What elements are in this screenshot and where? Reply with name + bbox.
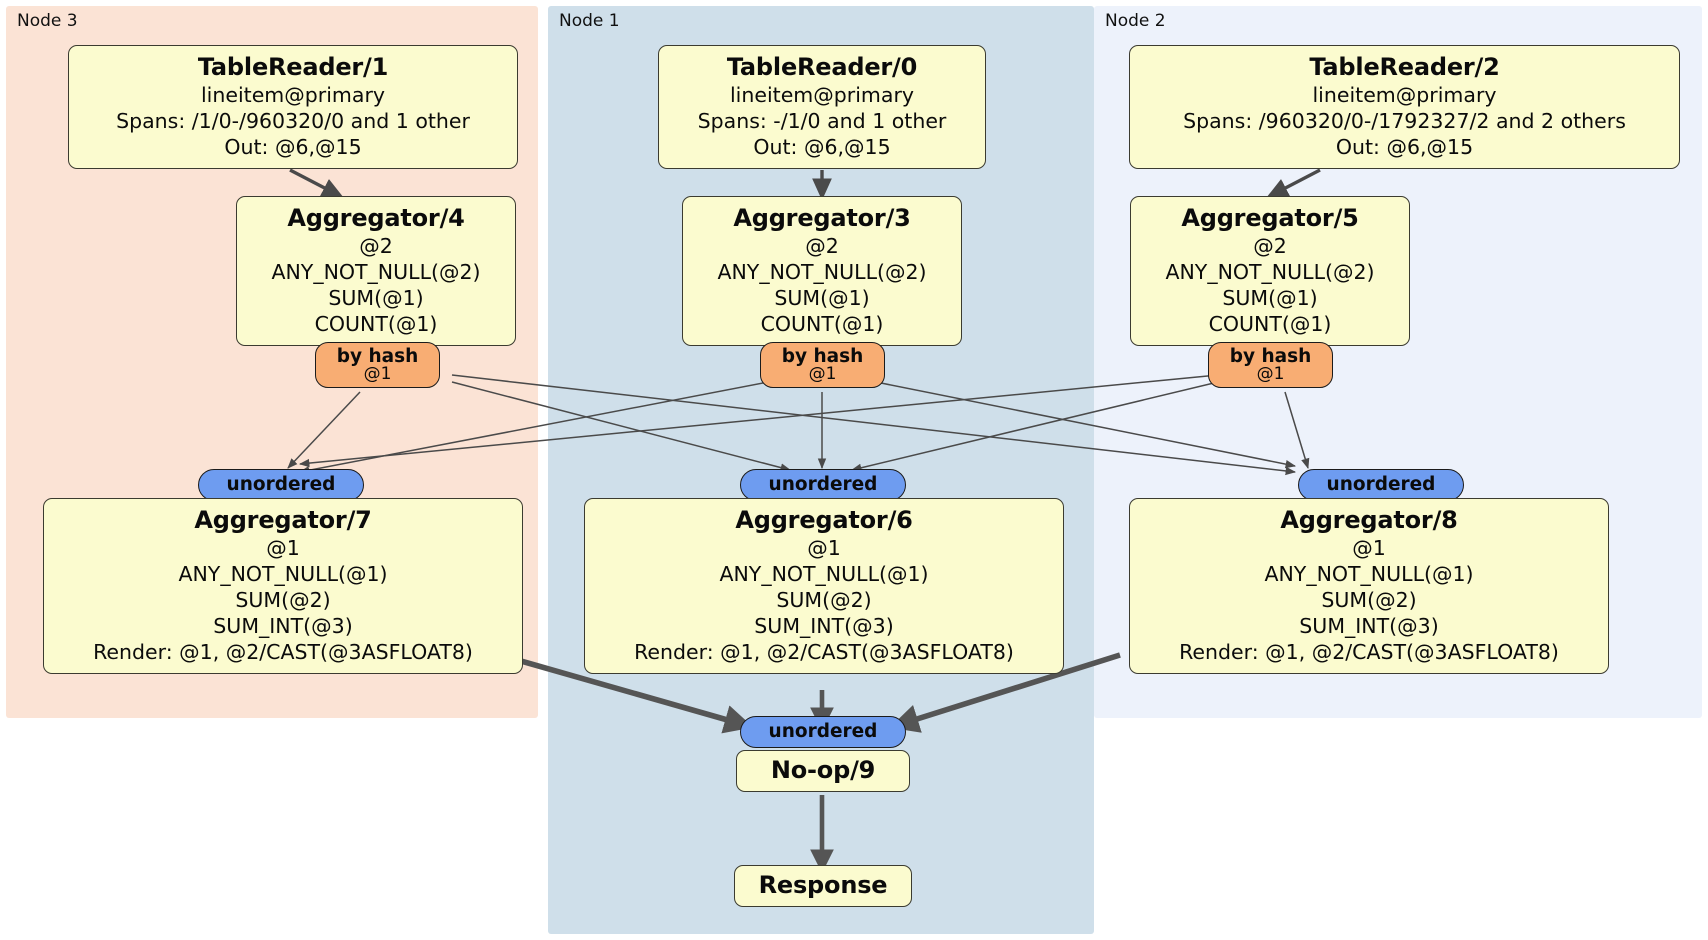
processor-group-cols: @2 bbox=[359, 234, 393, 259]
processor-title: Response bbox=[758, 871, 888, 899]
processor-group-cols: @1 bbox=[807, 536, 841, 561]
unordered-synchronizer-node3[interactable]: unordered bbox=[198, 469, 364, 502]
processor-agg-2: SUM_INT(@3) bbox=[754, 614, 894, 639]
processor-group-cols: @1 bbox=[1352, 536, 1386, 561]
hash-router-node3[interactable]: by hash @1 bbox=[315, 342, 440, 388]
hash-router-node2[interactable]: by hash @1 bbox=[1208, 342, 1333, 388]
processor-group-cols: @1 bbox=[266, 536, 300, 561]
processor-agg-1: SUM(@2) bbox=[776, 588, 872, 613]
processor-agg-2: SUM_INT(@3) bbox=[1299, 614, 1439, 639]
unordered-synchronizer-node2[interactable]: unordered bbox=[1298, 469, 1464, 502]
processor-spans: Spans: /1/0-/960320/0 and 1 other bbox=[116, 109, 470, 134]
synchronizer-label: unordered bbox=[226, 474, 336, 495]
processor-spans: Spans: -/1/0 and 1 other bbox=[697, 109, 947, 134]
synchronizer-label: unordered bbox=[768, 721, 878, 742]
processor-aggregator-7[interactable]: Aggregator/7 @1 ANY_NOT_NULL(@1) SUM(@2)… bbox=[43, 498, 523, 675]
processor-index: lineitem@primary bbox=[729, 83, 915, 108]
processor-agg-0: ANY_NOT_NULL(@1) bbox=[1264, 562, 1474, 587]
unordered-synchronizer-node1[interactable]: unordered bbox=[740, 469, 906, 502]
processor-aggregator-8[interactable]: Aggregator/8 @1 ANY_NOT_NULL(@1) SUM(@2)… bbox=[1129, 498, 1609, 675]
processor-agg-1: SUM(@2) bbox=[235, 588, 331, 613]
processor-out: Out: @6,@15 bbox=[1335, 135, 1474, 160]
processor-agg-2: SUM_INT(@3) bbox=[213, 614, 353, 639]
processor-title: Aggregator/7 bbox=[194, 506, 372, 534]
processor-aggregator-4[interactable]: Aggregator/4 @2 ANY_NOT_NULL(@2) SUM(@1)… bbox=[236, 196, 516, 347]
processor-agg-2: COUNT(@1) bbox=[314, 312, 438, 337]
processor-agg-0: ANY_NOT_NULL(@2) bbox=[271, 260, 481, 285]
unordered-synchronizer-final[interactable]: unordered bbox=[740, 716, 906, 749]
node-panel-label-node1: Node 1 bbox=[559, 11, 620, 31]
processor-title: TableReader/0 bbox=[726, 53, 918, 81]
hash-router-label: by hash bbox=[1229, 346, 1312, 367]
processor-agg-0: ANY_NOT_NULL(@1) bbox=[178, 562, 388, 587]
processor-index: lineitem@primary bbox=[1312, 83, 1497, 108]
processor-agg-2: COUNT(@1) bbox=[1208, 312, 1332, 337]
hash-router-column: @1 bbox=[808, 364, 837, 385]
processor-agg-0: ANY_NOT_NULL(@2) bbox=[717, 260, 927, 285]
processor-index: lineitem@primary bbox=[200, 83, 386, 108]
processor-noop-9[interactable]: No-op/9 bbox=[736, 750, 910, 793]
processor-aggregator-5[interactable]: Aggregator/5 @2 ANY_NOT_NULL(@2) SUM(@1)… bbox=[1130, 196, 1410, 347]
processor-spans: Spans: /960320/0-/1792327/2 and 2 others bbox=[1183, 109, 1626, 134]
synchronizer-label: unordered bbox=[1326, 474, 1436, 495]
processor-render: Render: @1, @2/CAST(@3ASFLOAT8) bbox=[93, 640, 473, 665]
node-panel-label-node2: Node 2 bbox=[1105, 11, 1166, 31]
processor-agg-0: ANY_NOT_NULL(@2) bbox=[1165, 260, 1375, 285]
processor-title: TableReader/1 bbox=[197, 53, 389, 81]
processor-agg-0: ANY_NOT_NULL(@1) bbox=[719, 562, 929, 587]
hash-router-node1[interactable]: by hash @1 bbox=[760, 342, 885, 388]
hash-router-label: by hash bbox=[336, 346, 419, 367]
processor-group-cols: @2 bbox=[1253, 234, 1287, 259]
processor-render: Render: @1, @2/CAST(@3ASFLOAT8) bbox=[634, 640, 1014, 665]
processor-response[interactable]: Response bbox=[734, 865, 912, 908]
processor-tablereader-2[interactable]: TableReader/2 lineitem@primary Spans: /9… bbox=[1129, 45, 1680, 170]
processor-agg-1: SUM(@1) bbox=[328, 286, 424, 311]
synchronizer-label: unordered bbox=[768, 474, 878, 495]
processor-title: No-op/9 bbox=[770, 756, 876, 784]
processor-agg-1: SUM(@1) bbox=[1222, 286, 1318, 311]
processor-out: Out: @6,@15 bbox=[753, 135, 891, 160]
hash-router-label: by hash bbox=[781, 346, 864, 367]
processor-title: Aggregator/6 bbox=[735, 506, 913, 534]
processor-title: Aggregator/4 bbox=[287, 204, 465, 232]
processor-tablereader-0[interactable]: TableReader/0 lineitem@primary Spans: -/… bbox=[658, 45, 986, 170]
processor-agg-1: SUM(@2) bbox=[1321, 588, 1417, 613]
hash-router-column: @1 bbox=[1256, 364, 1285, 385]
processor-title: Aggregator/3 bbox=[733, 204, 911, 232]
node-panel-label-node3: Node 3 bbox=[17, 11, 78, 31]
processor-title: TableReader/2 bbox=[1309, 53, 1500, 81]
processor-agg-1: SUM(@1) bbox=[774, 286, 870, 311]
processor-title: Aggregator/5 bbox=[1181, 204, 1359, 232]
processor-tablereader-1[interactable]: TableReader/1 lineitem@primary Spans: /1… bbox=[68, 45, 518, 170]
processor-render: Render: @1, @2/CAST(@3ASFLOAT8) bbox=[1179, 640, 1559, 665]
processor-group-cols: @2 bbox=[805, 234, 839, 259]
processor-aggregator-6[interactable]: Aggregator/6 @1 ANY_NOT_NULL(@1) SUM(@2)… bbox=[584, 498, 1064, 675]
processor-agg-2: COUNT(@1) bbox=[760, 312, 884, 337]
processor-title: Aggregator/8 bbox=[1280, 506, 1458, 534]
processor-out: Out: @6,@15 bbox=[224, 135, 362, 160]
processor-aggregator-3[interactable]: Aggregator/3 @2 ANY_NOT_NULL(@2) SUM(@1)… bbox=[682, 196, 962, 347]
hash-router-column: @1 bbox=[363, 364, 392, 385]
